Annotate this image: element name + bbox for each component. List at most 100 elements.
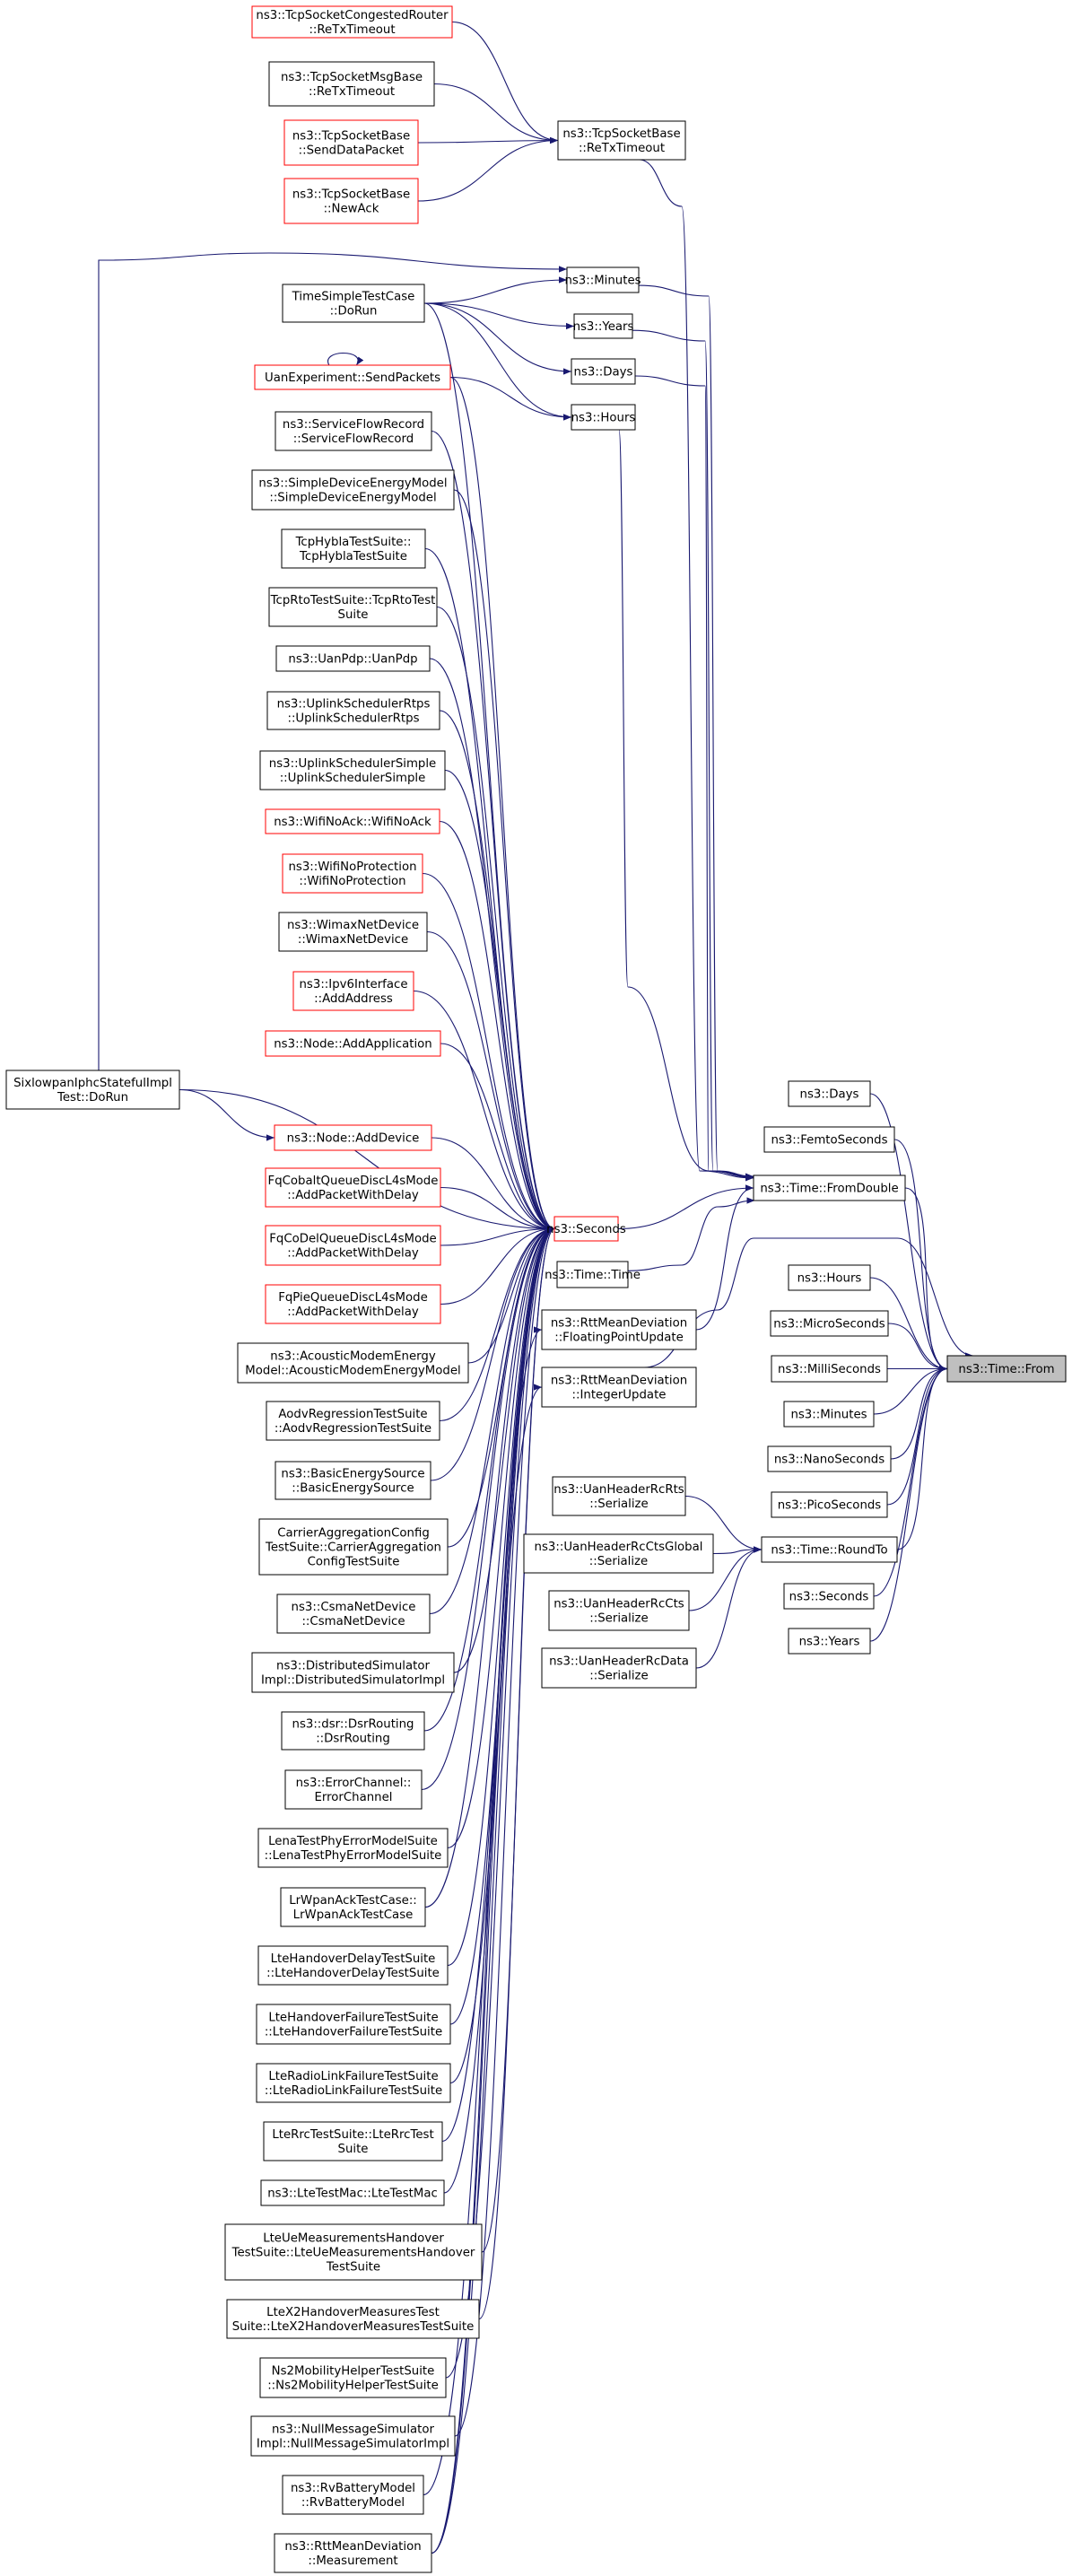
node-label-line: ::AddPacketWithDelay [287, 1247, 419, 1261]
node-uanpdp[interactable]: ns3::UanPdp::UanPdp [275, 645, 431, 672]
edge-uancts-to-roundto [688, 1546, 763, 1611]
node-box [259, 750, 446, 790]
node-sfrecord[interactable]: ns3::ServiceFlowRecord::ServiceFlowRecor… [275, 411, 432, 451]
node-label-line: ::LteHandoverFailureTestSuite [265, 2026, 442, 2039]
edge-nodeadddev-to-seconds_mid [431, 1137, 555, 1233]
node-uandata[interactable]: ns3::UanHeaderRcData::Serialize [541, 1647, 697, 1689]
node-nano_r[interactable]: ns3::NanoSeconds [767, 1445, 892, 1472]
node-ns2mob[interactable]: Ns2MobilityHelperTestSuite::Ns2MobilityH… [259, 2357, 447, 2398]
node-wifinoack[interactable]: ns3::WifiNoAck::WifiNoAck [265, 808, 440, 834]
node-uanexp[interactable]: UanExperiment::SendPackets [254, 364, 451, 390]
edge-years_r-to-timefrom [869, 1365, 948, 1642]
node-label-line: ::ReTxTimeout [579, 142, 665, 155]
node-nodeaddapp[interactable]: ns3::Node::AddApplication [265, 1030, 441, 1057]
node-ltex2[interactable]: LteX2HandoverMeasuresTestSuite::LteX2Han… [226, 2299, 480, 2339]
node-lteradio[interactable]: LteRadioLinkFailureTestSuite::LteRadioLi… [256, 2063, 451, 2103]
node-timetime[interactable]: ns3::Time::Time [545, 1261, 641, 1288]
node-tcp_retx[interactable]: ns3::TcpSocketBase::ReTxTimeout [557, 120, 686, 161]
node-tcprto[interactable]: TcpRtoTestSuite::TcpRtoTestSuite [268, 587, 438, 627]
node-label-line: ::SendDataPacket [299, 144, 405, 158]
node-box [783, 1401, 875, 1428]
node-box [552, 1476, 686, 1516]
node-tcp_newack[interactable]: ns3::TcpSocketBase::NewAck [283, 178, 419, 224]
node-femto_r[interactable]: ns3::FemtoSeconds [763, 1126, 895, 1153]
node-years_l[interactable]: ns3::Years [573, 313, 634, 339]
node-wifinoprot[interactable]: ns3::WifiNoProtection::WifiNoProtection [282, 853, 423, 894]
node-label-line: ns3::Minutes [790, 1409, 867, 1422]
node-fqpie[interactable]: FqPieQueueDiscL4sMode::AddPacketWithDela… [265, 1284, 441, 1324]
node-rttint[interactable]: ns3::RttMeanDeviation::IntegerUpdate [541, 1367, 697, 1408]
edge-uanpdp-to-seconds_mid [429, 658, 555, 1233]
node-box [280, 1887, 426, 1927]
node-tcp_senddata[interactable]: ns3::TcpSocketBase::SendDataPacket [283, 119, 419, 166]
node-hours_l[interactable]: ns3::Hours [571, 404, 636, 431]
node-days_l[interactable]: ns3::Days [571, 358, 636, 385]
edge-hours_l-to-fromdouble [618, 429, 754, 1181]
node-box [251, 469, 455, 511]
node-simpleenergy[interactable]: ns3::SimpleDeviceEnergyModel::SimpleDevi… [251, 469, 455, 511]
node-seconds_mid[interactable]: ns3::Seconds [546, 1216, 626, 1242]
node-lterrc[interactable]: LteRrcTestSuite::LteRrcTestSuite [263, 2121, 443, 2161]
node-label-line: ::AodvRegressionTestSuite [275, 1422, 431, 1436]
node-dsr[interactable]: ns3::dsr::DsrRouting::DsrRouting [281, 1711, 425, 1751]
node-pico_r[interactable]: ns3::PicoSeconds [771, 1491, 888, 1518]
node-label-line: LrWpanAckTestCase [293, 1908, 414, 1922]
node-minutes_r[interactable]: ns3::Minutes [783, 1401, 875, 1428]
node-nullmsg[interactable]: ns3::NullMessageSimulatorImpl::NullMessa… [250, 2415, 456, 2457]
node-box [265, 808, 440, 834]
node-micro_r[interactable]: ns3::MicroSeconds [770, 1310, 889, 1337]
node-nodeadddev[interactable]: ns3::Node::AddDevice [274, 1124, 432, 1151]
node-csmanet[interactable]: ns3::CsmaNetDevice::CsmaNetDevice [276, 1594, 431, 1634]
node-label-line: ns3::ServiceFlowRecord [283, 418, 424, 432]
edge-wifinoack-to-seconds_mid [439, 820, 555, 1233]
node-box [256, 2004, 451, 2045]
node-tcp_msgbase[interactable]: ns3::TcpSocketMsgBase::ReTxTimeout [268, 61, 435, 107]
node-fqcobalt[interactable]: FqCobaltQueueDiscL4sMode::AddPacketWithD… [265, 1167, 441, 1208]
node-lenaphy[interactable]: LenaTestPhyErrorModelSuite::LenaTestPhyE… [257, 1828, 449, 1868]
node-lrwpan[interactable]: LrWpanAckTestCase::LrWpanAckTestCase [280, 1887, 426, 1927]
node-box [283, 119, 419, 166]
node-days_r[interactable]: ns3::Days [788, 1080, 871, 1107]
node-timefrom[interactable]: ns3::Time::From [946, 1355, 1067, 1383]
node-basicenergy[interactable]: ns3::BasicEnergySource::BasicEnergySourc… [275, 1461, 431, 1500]
node-aodv[interactable]: AodvRegressionTestSuite::AodvRegressionT… [266, 1401, 440, 1441]
node-fqcodel[interactable]: FqCoDelQueueDiscL4sMode::AddPacketWithDe… [265, 1225, 441, 1266]
node-rttfloat[interactable]: ns3::RttMeanDeviation::FloatingPointUpda… [541, 1309, 697, 1350]
node-years_r[interactable]: ns3::Years [788, 1628, 871, 1655]
node-box [788, 1628, 871, 1655]
node-minutes_l[interactable]: ns3::Minutes [564, 266, 641, 293]
node-uanctsglobal[interactable]: ns3::UanHeaderRcCtsGlobal::Serialize [523, 1533, 714, 1574]
node-uplinkrtps[interactable]: ns3::UplinkSchedulerRtps::UplinkSchedule… [266, 691, 440, 730]
node-label-line: LteHandoverDelayTestSuite [271, 1952, 436, 1966]
node-timesimple[interactable]: TimeSimpleTestCase::DoRun [282, 284, 425, 323]
node-ltehodelay[interactable]: LteHandoverDelayTestSuite::LteHandoverDe… [257, 1945, 449, 1986]
node-fromdouble[interactable]: ns3::Time::FromDouble [753, 1174, 906, 1201]
node-milli_r[interactable]: ns3::MilliSeconds [771, 1355, 888, 1383]
node-distsim[interactable]: ns3::DistributedSimulatorImpl::Distribut… [251, 1652, 455, 1693]
node-label-line: ns3::WimaxNetDevice [287, 919, 419, 932]
node-rttmeas[interactable]: ns3::RttMeanDeviation::Measurement [274, 2533, 432, 2573]
node-ltehofail[interactable]: LteHandoverFailureTestSuite::LteHandover… [256, 2004, 451, 2045]
node-label-line: ::WifiNoProtection [299, 875, 405, 888]
node-seconds_r[interactable]: ns3::Seconds [783, 1583, 875, 1610]
node-ipv6addr[interactable]: ns3::Ipv6Interface::AddAddress [292, 971, 414, 1011]
node-uancts[interactable]: ns3::UanHeaderRcCts::Serialize [548, 1590, 690, 1631]
node-uplinksimple[interactable]: ns3::UplinkSchedulerSimple::UplinkSchedu… [259, 750, 446, 790]
node-hours_r[interactable]: ns3::Hours [788, 1264, 871, 1291]
node-tcp_congested[interactable]: ns3::TcpSocketCongestedRouter::ReTxTimeo… [251, 5, 453, 39]
edge-wimaxnet-to-seconds_mid [426, 930, 555, 1233]
edge-tcp_senddata-to-tcp_retx [417, 136, 559, 144]
node-lteuemeas[interactable]: LteUeMeasurementsHandoverTestSuite::LteU… [224, 2223, 483, 2281]
node-ltetestmac[interactable]: ns3::LteTestMac::LteTestMac [260, 2179, 445, 2206]
node-box [282, 853, 423, 894]
node-errchan[interactable]: ns3::ErrorChannel::ErrorChannel [284, 1769, 423, 1810]
node-label-line: ::ReTxTimeout [309, 85, 395, 99]
node-tcphybla[interactable]: TcpHyblaTestSuite::TcpHyblaTestSuite [281, 528, 426, 569]
node-carrieragg[interactable]: CarrierAggregationConfigTestSuite::Carri… [258, 1518, 449, 1576]
node-wimaxnet[interactable]: ns3::WimaxNetDevice::WimaxNetDevice [278, 912, 428, 952]
node-rvbattery[interactable]: ns3::RvBatteryModel::RvBatteryModel [282, 2475, 424, 2515]
node-roundto[interactable]: ns3::Time::RoundTo [761, 1536, 898, 1563]
node-uanrts[interactable]: ns3::UanHeaderRcRts::Serialize [552, 1476, 686, 1516]
node-acoustic[interactable]: ns3::AcousticModemEnergyModel::AcousticM… [237, 1342, 469, 1384]
